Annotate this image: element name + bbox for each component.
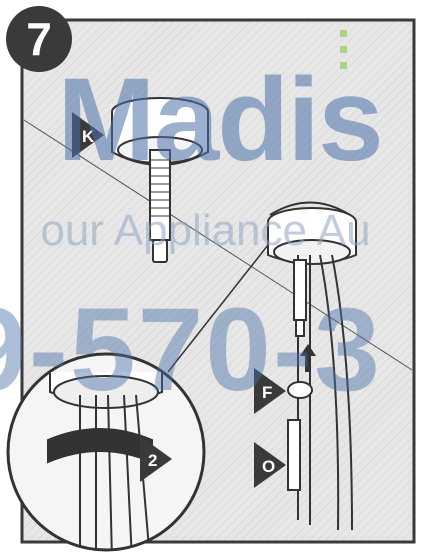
accent-dots <box>340 30 347 69</box>
label-2: 2 <box>148 451 157 470</box>
zoom-detail <box>8 354 204 552</box>
label-k: K <box>82 127 95 146</box>
step-number-badge: 7 <box>6 6 72 72</box>
label-o: O <box>262 457 275 476</box>
label-f: F <box>262 383 272 402</box>
